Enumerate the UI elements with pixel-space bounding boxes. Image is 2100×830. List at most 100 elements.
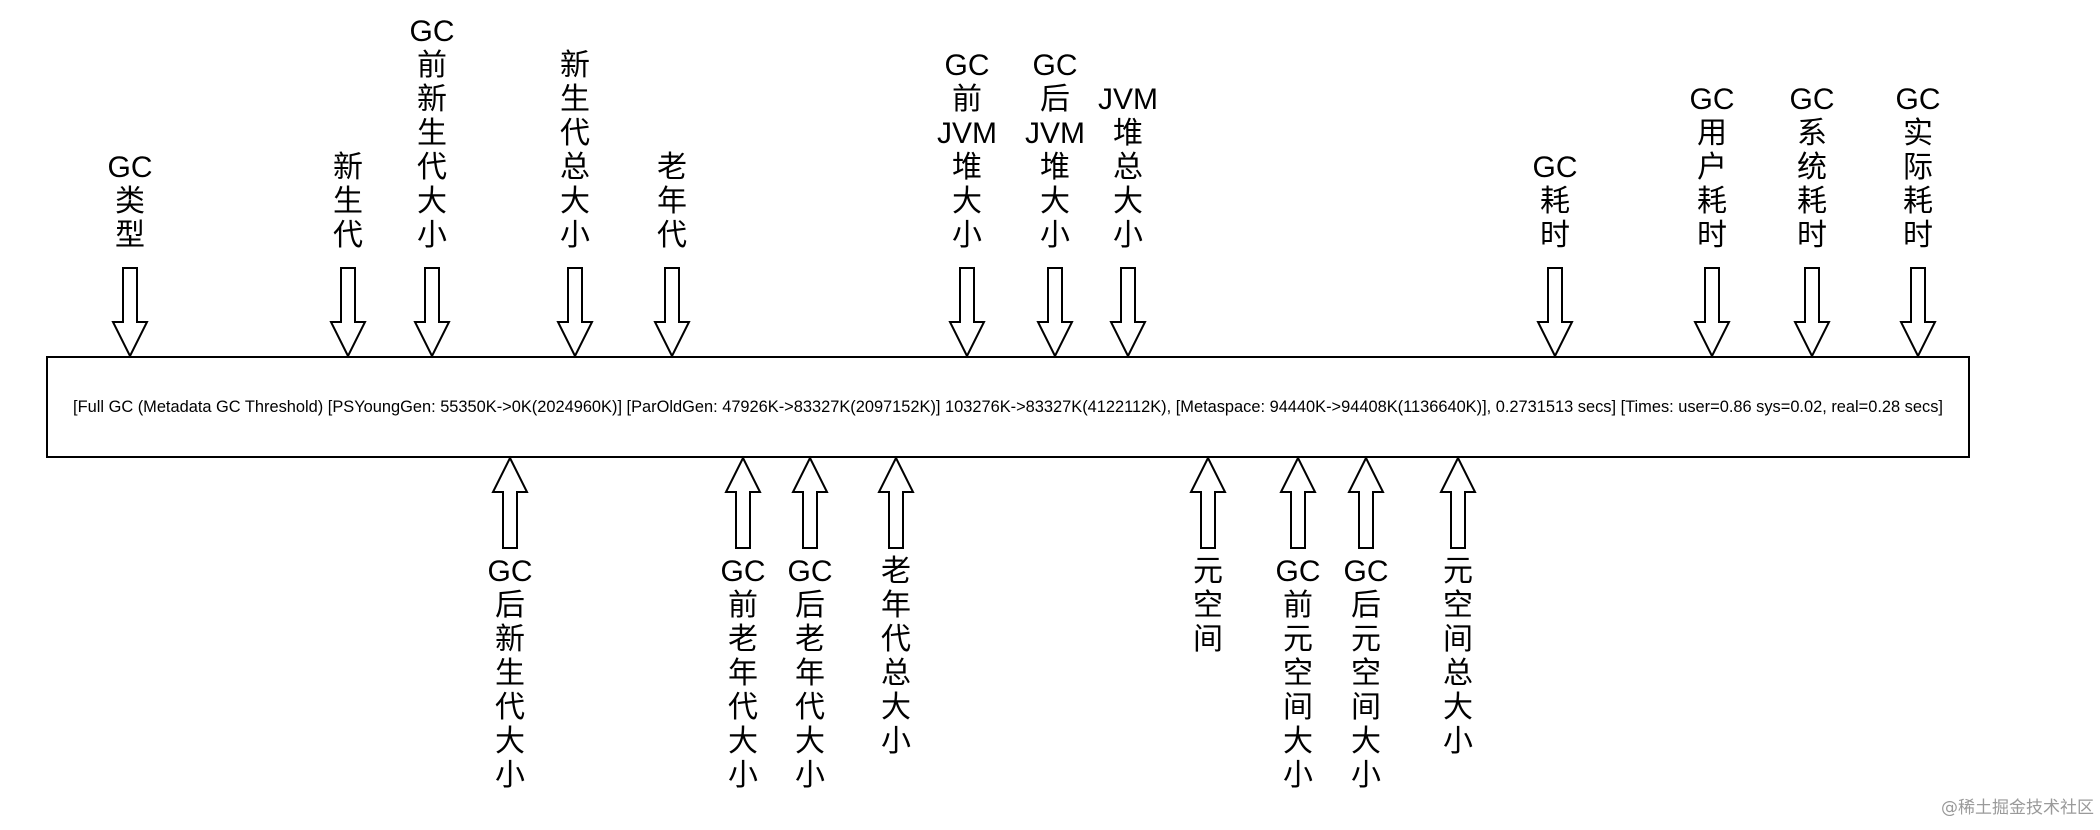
label-line: 堆 xyxy=(1113,117,1143,150)
label-line: 后 xyxy=(1040,83,1070,116)
label-line: 实 xyxy=(1903,117,1933,150)
label-line: 生 xyxy=(495,657,525,690)
label-line: 小 xyxy=(1040,219,1070,252)
label-line: 间 xyxy=(1193,623,1223,656)
label-line: 老 xyxy=(657,151,687,184)
label-line: 大 xyxy=(495,725,525,758)
up-arrow-young-after xyxy=(491,455,529,549)
top-label-young-total: 新生代总大小 xyxy=(560,49,590,253)
down-arrow-gc-time xyxy=(1536,267,1574,359)
label-line: 类 xyxy=(115,185,145,218)
up-arrow-meta-before xyxy=(1279,455,1317,549)
label-line: 元 xyxy=(1193,555,1223,588)
label-line: 间 xyxy=(1351,691,1381,724)
label-line: 间 xyxy=(1283,691,1313,724)
label-line: 大 xyxy=(560,185,590,218)
label-line: 小 xyxy=(1113,219,1143,252)
label-line: 代 xyxy=(560,117,590,150)
label-line: 小 xyxy=(1351,759,1381,792)
label-line: 小 xyxy=(1283,759,1313,792)
up-arrow-metaspace xyxy=(1189,455,1227,549)
label-line: JVM xyxy=(1025,117,1085,150)
label-line: 大 xyxy=(881,691,911,724)
label-line: 新 xyxy=(417,83,447,116)
label-line: 前 xyxy=(952,83,982,116)
up-arrow-meta-total xyxy=(1439,455,1477,549)
label-line: 空 xyxy=(1283,657,1313,690)
label-line: 大 xyxy=(728,725,758,758)
label-line: 小 xyxy=(560,219,590,252)
label-line: 老 xyxy=(881,555,911,588)
bottom-label-meta-total: 元空间总大小 xyxy=(1443,555,1473,759)
label-line: 耗 xyxy=(1697,185,1727,218)
label-line: GC xyxy=(1532,151,1578,184)
label-line: 堆 xyxy=(1040,151,1070,184)
label-line: 代 xyxy=(495,691,525,724)
label-line: 空 xyxy=(1351,657,1381,690)
label-line: 新 xyxy=(333,151,363,184)
label-line: 空 xyxy=(1443,589,1473,622)
label-line: 年 xyxy=(795,657,825,690)
label-line: 新 xyxy=(560,49,590,82)
down-arrow-old-gen xyxy=(653,267,691,359)
label-line: 时 xyxy=(1540,219,1570,252)
arrows-layer xyxy=(111,267,1937,549)
label-line: GC xyxy=(1789,83,1835,116)
watermark: @稀土掘金技术社区 xyxy=(1941,798,2094,818)
label-line: 小 xyxy=(417,219,447,252)
up-arrow-meta-after xyxy=(1347,455,1385,549)
label-line: 老 xyxy=(795,623,825,656)
label-line: 代 xyxy=(417,151,447,184)
label-line: 大 xyxy=(417,185,447,218)
top-label-young-gen: 新生代 xyxy=(333,151,363,253)
label-line: 年 xyxy=(728,657,758,690)
down-arrow-heap-total xyxy=(1109,267,1147,359)
label-line: 小 xyxy=(795,759,825,792)
label-line: GC xyxy=(944,49,990,82)
label-line: 后 xyxy=(1351,589,1381,622)
label-line: 大 xyxy=(1443,691,1473,724)
label-line: 空 xyxy=(1193,589,1223,622)
label-line: 时 xyxy=(1697,219,1727,252)
bottom-label-metaspace: 元空间 xyxy=(1193,555,1223,657)
label-line: 大 xyxy=(1283,725,1313,758)
label-line: GC xyxy=(1343,555,1389,588)
down-arrow-young-before xyxy=(413,267,451,359)
label-line: GC xyxy=(487,555,533,588)
label-line: 前 xyxy=(1283,589,1313,622)
label-line: 大 xyxy=(1040,185,1070,218)
log-box xyxy=(46,356,1970,458)
label-line: 年 xyxy=(657,185,687,218)
label-line: GC xyxy=(1032,49,1078,82)
label-line: 时 xyxy=(1797,219,1827,252)
label-line: 小 xyxy=(881,725,911,758)
up-arrow-old-total xyxy=(877,455,915,549)
label-line: 堆 xyxy=(952,151,982,184)
label-line: 小 xyxy=(728,759,758,792)
label-line: 代 xyxy=(657,219,687,252)
label-line: 后 xyxy=(795,589,825,622)
bottom-label-old-total: 老年代总大小 xyxy=(881,555,911,759)
label-line: 总 xyxy=(560,151,590,184)
label-line: 用 xyxy=(1697,117,1727,150)
down-arrow-gc-type xyxy=(111,267,149,359)
label-line: 代 xyxy=(333,219,363,252)
down-arrow-user-time xyxy=(1693,267,1731,359)
label-line: 元 xyxy=(1443,555,1473,588)
label-line: 后 xyxy=(495,589,525,622)
label-line: 总 xyxy=(1443,657,1473,690)
label-line: JVM xyxy=(1098,83,1158,116)
up-arrow-old-before xyxy=(724,455,762,549)
down-arrow-real-time xyxy=(1899,267,1937,359)
top-label-old-gen: 老年代 xyxy=(657,151,687,253)
gc-log-line: [Full GC (Metadata GC Threshold) [PSYoun… xyxy=(73,397,1943,416)
